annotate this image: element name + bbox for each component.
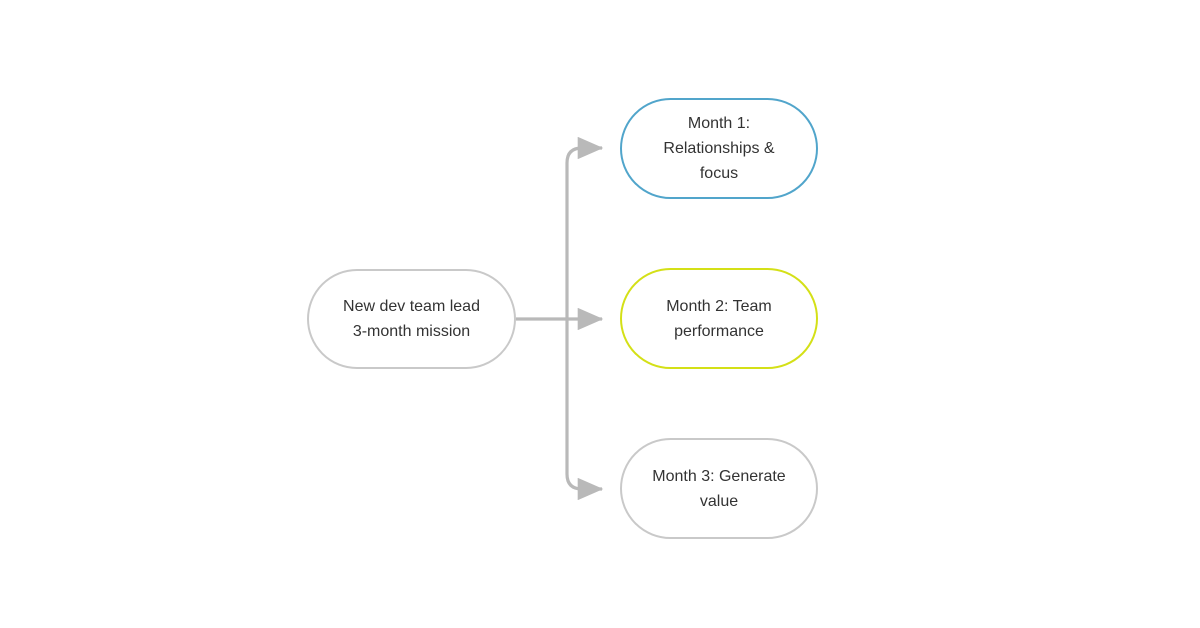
node-root-label: New dev team lead 3-month mission [343, 298, 480, 340]
node-month-3[interactable]: Month 3: Generate value [620, 438, 818, 539]
node-month-2-label: Month 2: Team performance [666, 297, 772, 340]
node-month-3-label: Month 3: Generate value [652, 467, 786, 510]
connector-root-to-month-1 [565, 136, 604, 319]
node-month-1[interactable]: Month 1: Relationships & focus [620, 98, 818, 199]
node-root[interactable]: New dev team lead 3-month mission [307, 269, 516, 369]
connector-root-to-month-3 [565, 319, 604, 501]
node-month-1-label: Month 1: Relationships & focus [663, 115, 775, 182]
node-month-2[interactable]: Month 2: Team performance [620, 268, 818, 369]
